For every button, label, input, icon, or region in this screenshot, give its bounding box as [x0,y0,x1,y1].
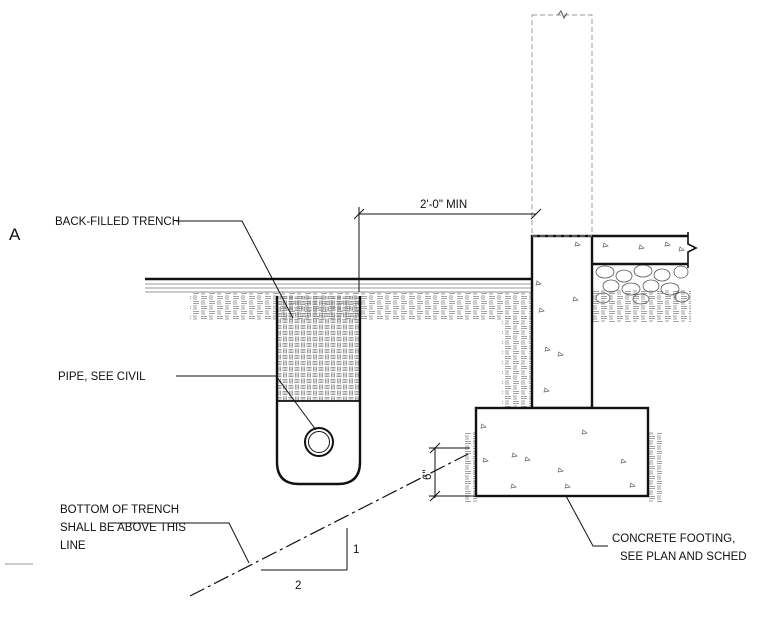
dimension-2ft-min: 2'-0" MIN [353,199,542,292]
label-bottom-1: BOTTOM OF TRENCH [60,504,179,516]
label-footing-1: CONCRETE FOOTING, [612,533,735,545]
finish-grade [145,277,532,293]
dimension-6in-text: 6" [422,470,434,480]
label-bottom-2: SHALL BE ABOVE THIS [60,522,186,534]
concrete-footing [474,406,650,498]
slope-rise: 1 [353,544,359,556]
slope-line: 1 2 [189,453,469,597]
dimension-6in: 6" [422,442,476,502]
gravel-bed [595,264,690,305]
slope-run: 2 [295,580,301,592]
leaders [108,220,608,564]
label-trench: BACK-FILLED TRENCH [55,216,180,228]
label-footing-2: SEE PLAN AND SCHED [620,551,747,563]
wall-above-hidden [531,10,593,237]
label-bottom-3: LINE [60,540,86,552]
detail-tag: A [9,225,21,244]
slab-on-grade [592,232,698,268]
pipe [304,427,334,457]
dimension-2ft-text: 2'-0" MIN [420,199,467,211]
stem-wall [530,234,594,410]
label-pipe: PIPE, SEE CIVIL [58,371,146,383]
